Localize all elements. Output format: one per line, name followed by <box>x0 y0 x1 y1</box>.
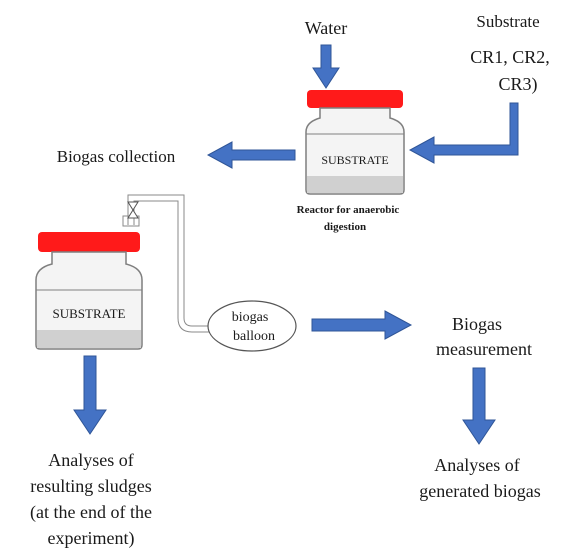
substrate-list-line1: CR1, CR2, <box>470 47 550 67</box>
collector-jar <box>35 232 143 350</box>
reactor-jar <box>305 90 405 195</box>
collector-body <box>35 251 143 350</box>
sludge-analysis-line4: experiment) <box>48 528 135 549</box>
biogas-collection-label: Biogas collection <box>57 147 176 166</box>
reactor-sludge <box>307 176 403 193</box>
balloon-label-line2: balloon <box>233 329 275 344</box>
sludge-analysis-line2: resulting sludges <box>30 476 152 496</box>
biogas-analysis-line1: Analyses of <box>434 455 519 475</box>
water-inflow-arrow <box>312 44 340 89</box>
reactor-substrate-label: SUBSTRATE <box>321 153 388 167</box>
sludge-analysis-line1: Analyses of <box>48 450 133 470</box>
collector-to-sludge-analysis-arrow <box>73 355 107 435</box>
water-label: Water <box>305 18 348 38</box>
biogas-balloon <box>207 300 297 352</box>
sludge-analysis-line3: (at the end of the <box>30 502 152 523</box>
measurement-to-analysis-arrow <box>462 367 496 445</box>
valve-icon <box>127 201 139 219</box>
biogas-collection-arrow <box>206 141 296 169</box>
balloon-to-measurement-arrow <box>311 310 413 340</box>
measurement-label-line2: measurement <box>436 339 532 359</box>
substrate-inflow-arrow <box>408 102 519 164</box>
balloon-label-line1: biogas <box>232 310 269 325</box>
measurement-label-line1: Biogas <box>452 314 502 334</box>
collector-sludge <box>37 330 141 348</box>
collector-lid <box>38 232 140 252</box>
reactor-caption-line2: digestion <box>324 221 366 233</box>
reactor-lid <box>307 90 403 108</box>
biogas-analysis-line2: generated biogas <box>419 481 540 501</box>
substrate-list-line2: CR3) <box>498 74 537 95</box>
collector-substrate-label: SUBSTRATE <box>53 306 126 321</box>
substrate-title: Substrate <box>476 12 539 31</box>
reactor-body <box>305 107 405 195</box>
reactor-caption-line1: Reactor for anaerobic <box>297 204 400 216</box>
